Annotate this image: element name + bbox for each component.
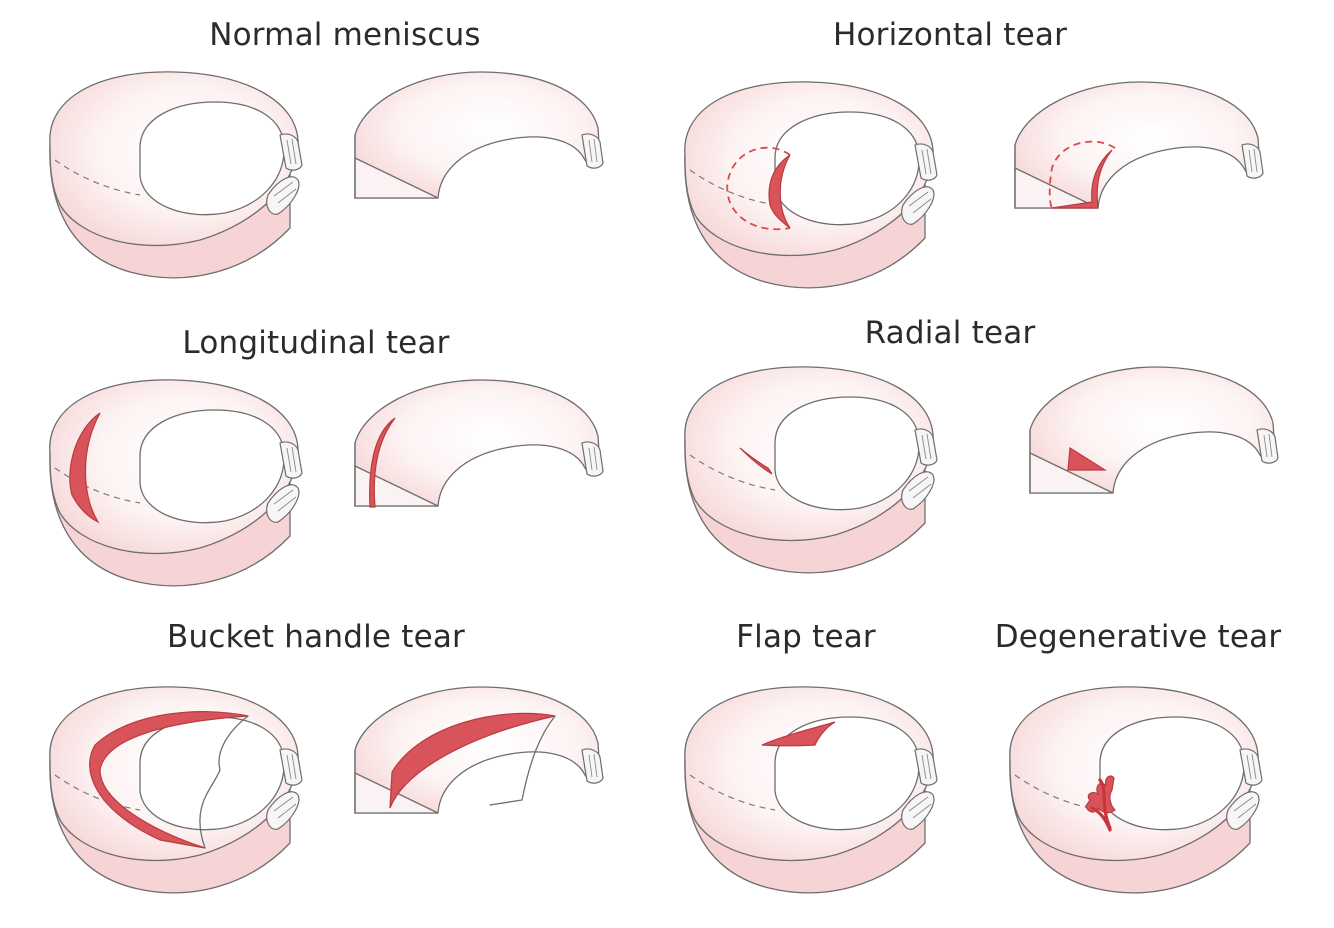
- label-radial-tear: Radial tear: [864, 315, 1036, 351]
- label-normal-meniscus: Normal meniscus: [209, 17, 481, 53]
- degenerative-tear-full: [1009, 686, 1263, 894]
- label-flap-tear: Flap tear: [736, 619, 876, 655]
- longitudinal-tear-half: [354, 379, 604, 508]
- radial-tear-full: [684, 366, 938, 574]
- label-longitudinal-tear: Longitudinal tear: [182, 325, 450, 361]
- flap-tear-full: [684, 686, 938, 894]
- horizontal-tear-full: [684, 81, 938, 289]
- horizontal-tear-half: [1014, 81, 1264, 209]
- longitudinal-tear-full: [49, 379, 303, 587]
- label-degenerative-tear: Degenerative tear: [994, 619, 1282, 655]
- label-bucket-handle-tear: Bucket handle tear: [167, 619, 465, 655]
- label-horizontal-tear: Horizontal tear: [832, 17, 1068, 53]
- normal-meniscus-full: [49, 71, 303, 279]
- radial-tear-half: [1029, 366, 1279, 494]
- bucket-handle-tear-half: [354, 686, 604, 814]
- normal-meniscus-half: [354, 71, 604, 199]
- bucket-handle-tear-full: [49, 686, 303, 894]
